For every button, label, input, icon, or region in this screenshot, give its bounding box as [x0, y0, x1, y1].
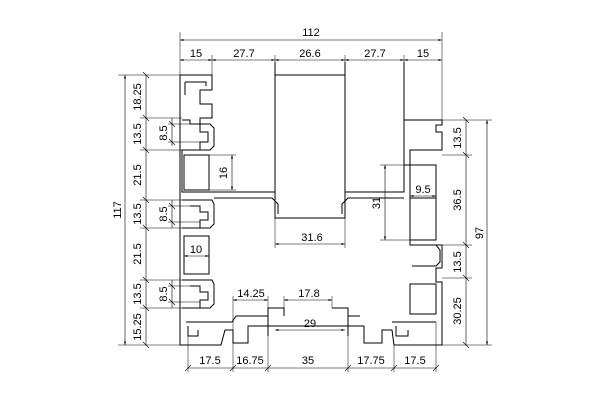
left-segment-label: 13.5 [132, 283, 144, 304]
left-segment-label: 18.25 [132, 83, 144, 111]
inner-dimension-group: 16 10 31.6 31 9.5 14.25 17.8 29 [184, 154, 436, 332]
bottom-segment-label: 35 [302, 355, 314, 367]
lower-left-offset-label: 14.25 [237, 288, 265, 300]
left-inner-label: 8.5 [158, 206, 170, 221]
right-segment-label: 30.25 [452, 297, 464, 325]
right-pocket-height-label: 31 [371, 197, 383, 209]
left-inner-label: 8.5 [158, 125, 170, 140]
right-height-label: 97 [474, 227, 486, 239]
left-inner-label: 8.5 [158, 286, 170, 301]
right-segment-label: 13.5 [452, 127, 464, 148]
bottom-segment-label: 17.75 [357, 355, 385, 367]
left-segment-label: 13.5 [132, 123, 144, 144]
window-height-label: 16 [218, 167, 230, 179]
bottom-segment-label: 16.75 [236, 355, 264, 367]
left-segment-label: 13.5 [132, 203, 144, 224]
lower-slot-bottom-label: 29 [304, 318, 316, 330]
right-dimension-group: 97 13.5 36.5 13.5 30.25 [442, 116, 492, 349]
bottom-segment-label: 17.5 [199, 355, 220, 367]
overall-height-label: 117 [112, 201, 124, 219]
right-segment-label: 36.5 [452, 189, 464, 210]
window-width-label: 10 [190, 244, 202, 256]
overall-width-label: 112 [302, 27, 320, 39]
top-segment-label: 27.7 [364, 48, 385, 60]
left-segment-label: 21.5 [132, 243, 144, 264]
left-segment-label: 21.5 [132, 164, 144, 185]
left-dimension-group: 117 18.25 13.5 21.5 13.5 21.5 13.5 15.25… [112, 71, 200, 349]
top-segment-label: 27.7 [233, 48, 254, 60]
left-segment-label: 15.25 [132, 313, 144, 341]
channel-width-label: 31.6 [301, 232, 322, 244]
right-pocket-width-label: 9.5 [415, 184, 430, 196]
top-segment-label: 15 [190, 48, 202, 60]
top-segment-label: 15 [417, 48, 429, 60]
right-segment-label: 13.5 [452, 251, 464, 272]
lower-slot-top-label: 17.8 [298, 288, 319, 300]
bottom-dimension-group: 17.5 16.75 35 17.75 17.5 [184, 322, 440, 372]
profile-outline [179, 62, 443, 346]
top-segment-label: 26.6 [299, 48, 320, 60]
top-dimension-group: 112 15 27.7 26.6 27.7 15 [179, 27, 443, 120]
bottom-segment-label: 17.5 [404, 355, 425, 367]
